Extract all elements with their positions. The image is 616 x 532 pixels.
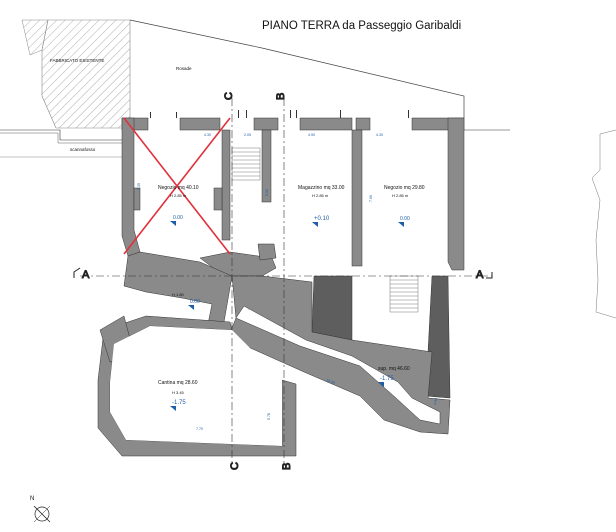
negozio1-height: H 2.85 m [170, 193, 187, 198]
walls [121, 117, 465, 399]
drawing-title: PIANO TERRA da Passeggio Garibaldi [262, 20, 462, 32]
negozio1-level: 0.00 [173, 215, 183, 221]
negozio2-label: Negozio mq 29.80 [384, 185, 425, 191]
corridor-level: 0.00 [190, 299, 200, 305]
section-b-top-label: B [275, 93, 287, 100]
cantina-label: Cantina mq 28.60 [158, 380, 198, 386]
dim-8: 7.70 [196, 427, 203, 431]
corridor-height: H 1.80 [172, 292, 185, 297]
section-markers: A A B B C C [73, 92, 493, 471]
magazzino-label: Magazzino mq 33.00 [298, 185, 345, 191]
room-labels: Negozio mq 40.10 H 2.85 m 0.00 Magazzino… [158, 185, 425, 406]
cantina-level: -1.75 [172, 400, 186, 406]
negozio1-label: Negozio mq 40.10 [158, 185, 199, 191]
level-markers [170, 221, 404, 411]
sup-label: sup. mq 46.60 [378, 366, 410, 372]
ramp-lines [247, 289, 309, 331]
rosade-label: Rosade [176, 66, 192, 71]
staircase-upper [231, 147, 261, 181]
section-a-right-label: A [476, 269, 484, 281]
dim-3: 4.90 [308, 133, 315, 137]
section-b-bottom-label: B [281, 463, 293, 470]
dim-2: 2.05 [244, 133, 251, 137]
lower-walls [97, 251, 451, 457]
negozio2-height: H 2.85 m [392, 193, 409, 198]
section-c-top-label: C [223, 92, 235, 100]
dim-1: 4.30 [204, 133, 211, 137]
section-c-bottom-label: C [229, 462, 241, 470]
adjacent-building-outline [591, 129, 616, 319]
dim-6: 6.00 [265, 189, 269, 196]
negozio2-level: 0.00 [400, 216, 410, 222]
existing-building-label: FABBRICATO ESISTENTE [50, 58, 104, 63]
north-arrow: N [30, 496, 51, 523]
north-label: N [30, 496, 34, 502]
magazzino-height: H 2.85 m [312, 193, 329, 198]
scannafosso-label: scannafosso [70, 147, 96, 152]
dim-5: 5.35 [137, 183, 141, 190]
dim-4: 4.30 [376, 133, 383, 137]
cantina-room [110, 326, 282, 446]
demolition-cross [123, 117, 231, 255]
dim-9: 5.78 [267, 413, 271, 420]
existing-building: FABBRICATO ESISTENTE [21, 19, 131, 129]
top-dimension-ticks [150, 110, 409, 118]
rosade-area: Rosade [129, 19, 465, 118]
sup-level: -1.75 [380, 376, 394, 382]
dim-7: 7.00 [369, 195, 373, 202]
staircase-right [389, 275, 419, 313]
magazzino-level: +0.10 [314, 216, 330, 222]
dimensions: 4.30 2.05 4.90 4.30 5.35 6.00 7.00 7.70 … [137, 133, 438, 431]
section-a-left-label: A [82, 269, 90, 281]
scannafosso: scannafosso [0, 129, 510, 158]
dim-11: 4.60 [433, 398, 438, 406]
cantina-height: H 3.45 [172, 390, 185, 395]
dim-10: 10.30 [326, 378, 336, 385]
